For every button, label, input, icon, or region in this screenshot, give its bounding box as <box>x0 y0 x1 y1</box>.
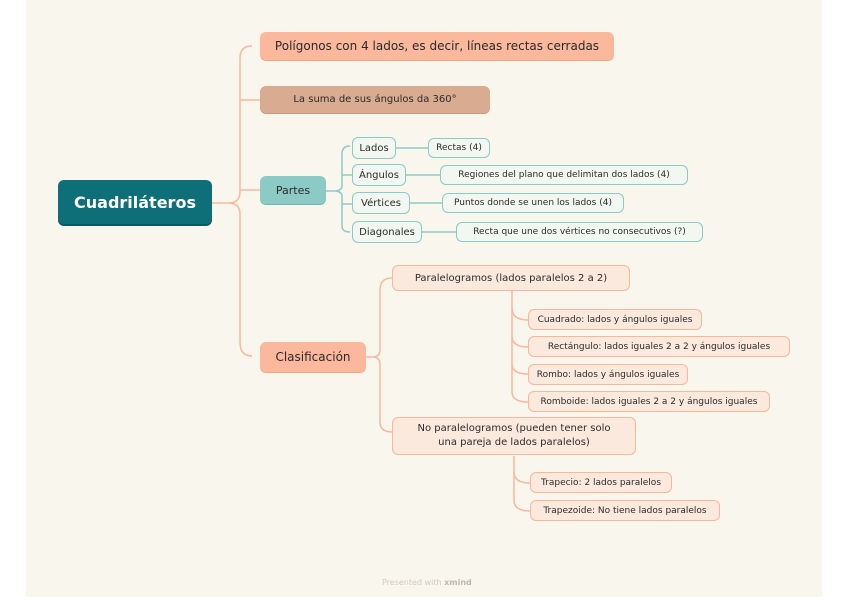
paralelogramo-item-romboide[interactable]: Romboide: lados iguales 2 a 2 y ángulos … <box>528 391 770 412</box>
partes-item-diagonales[interactable]: Diagonales <box>352 221 422 243</box>
partes-detail-lados[interactable]: Rectas (4) <box>428 138 490 158</box>
partes-detail-angulos[interactable]: Regiones del plano que delimitan dos lad… <box>440 165 688 185</box>
partes-item-angulos[interactable]: Ángulos <box>352 164 406 186</box>
partes-item-label: Vértices <box>361 197 401 209</box>
partes-detail-label: Recta que une dos vértices no consecutiv… <box>473 227 686 237</box>
group-paralelogramos-label: Paralelogramos (lados paralelos 2 a 2) <box>414 272 608 284</box>
paralelogramo-item-rombo[interactable]: Rombo: lados y ángulos iguales <box>528 364 688 385</box>
partes-detail-vertices[interactable]: Puntos donde se unen los lados (4) <box>442 193 624 213</box>
partes-detail-label: Rectas (4) <box>436 143 482 153</box>
topic-definicion-label: Polígonos con 4 lados, es decir, líneas … <box>274 39 600 53</box>
partes-item-label: Lados <box>359 142 389 154</box>
topic-clasificacion-label: Clasificación <box>275 350 351 364</box>
presented-with-footer: Presented with xmind <box>382 578 472 587</box>
no-paralelogramo-item-trapezoide[interactable]: Trapezoide: No tiene lados paralelos <box>530 500 720 521</box>
partes-detail-label: Puntos donde se unen los lados (4) <box>454 198 612 208</box>
partes-detail-label: Regiones del plano que delimitan dos lad… <box>458 170 670 180</box>
xmind-brand: xmind <box>444 578 472 587</box>
topic-suma-angulos-label: La suma de sus ángulos da 360° <box>293 94 457 105</box>
partes-item-vertices[interactable]: Vértices <box>352 192 410 214</box>
group-no-paralelogramos[interactable]: No paralelogramos (pueden tener solo una… <box>392 417 636 455</box>
no-paralelogramo-item-label: Trapezoide: No tiene lados paralelos <box>543 505 707 516</box>
paralelogramo-item-label: Rombo: lados y ángulos iguales <box>536 369 680 380</box>
paralelogramo-item-cuadrado[interactable]: Cuadrado: lados y ángulos iguales <box>528 309 702 330</box>
paralelogramo-item-label: Cuadrado: lados y ángulos iguales <box>537 314 693 325</box>
root-topic-cuadrilateros[interactable]: Cuadriláteros <box>58 180 212 224</box>
no-paralelogramo-item-label: Trapecio: 2 lados paralelos <box>540 477 662 488</box>
topic-clasificacion[interactable]: Clasificación <box>260 342 366 372</box>
partes-item-lados[interactable]: Lados <box>352 137 396 159</box>
partes-detail-diagonales[interactable]: Recta que une dos vértices no consecutiv… <box>456 222 703 242</box>
topic-suma-angulos[interactable]: La suma de sus ángulos da 360° <box>260 86 490 113</box>
topic-definicion[interactable]: Polígonos con 4 lados, es decir, líneas … <box>260 32 614 60</box>
paralelogramo-item-label: Rectángulo: lados iguales 2 a 2 y ángulo… <box>547 341 771 352</box>
no-paralelogramo-item-trapecio[interactable]: Trapecio: 2 lados paralelos <box>530 472 672 493</box>
root-topic-label: Cuadriláteros <box>74 192 196 212</box>
group-no-paralelogramos-label: No paralelogramos (pueden tener solo una… <box>417 423 611 448</box>
topic-partes[interactable]: Partes <box>260 176 326 204</box>
topic-partes-label: Partes <box>275 183 311 197</box>
paralelogramo-item-rectangulo[interactable]: Rectángulo: lados iguales 2 a 2 y ángulo… <box>528 336 790 357</box>
paralelogramo-item-label: Romboide: lados iguales 2 a 2 y ángulos … <box>540 396 758 407</box>
footer-prefix: Presented with <box>382 578 442 587</box>
partes-item-label: Diagonales <box>359 226 415 238</box>
partes-item-label: Ángulos <box>359 169 399 181</box>
group-paralelogramos[interactable]: Paralelogramos (lados paralelos 2 a 2) <box>392 265 630 291</box>
